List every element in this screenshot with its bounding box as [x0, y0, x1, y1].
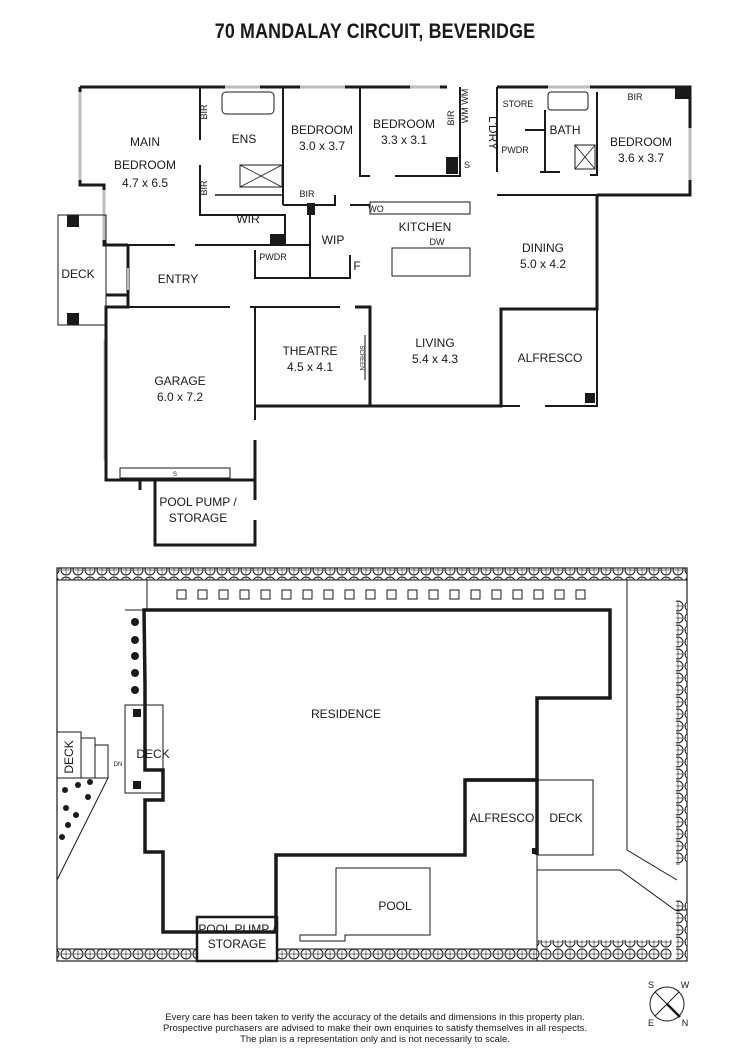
dishwasher-label: DW	[430, 237, 445, 247]
compass-west: W	[681, 980, 690, 990]
deck-label: DECK	[61, 267, 94, 281]
compass-north: N	[682, 1018, 689, 1028]
floor-plan-labels: MAIN BEDROOM 4.7 x 6.5 ENS BIR BIR WIR B…	[61, 89, 672, 525]
alfresco-site-label: ALFRESCO	[470, 811, 535, 825]
powder-room-label: PWDR	[501, 145, 529, 155]
main-bedroom-dims: 4.7 x 6.5	[122, 176, 168, 190]
compass-south: S	[648, 980, 654, 990]
site-plan-labels: RESIDENCE DECK DECK DN ALFRESCO DECK POO…	[62, 707, 583, 951]
entry-label: ENTRY	[158, 272, 198, 286]
alfresco-label: ALFRESCO	[518, 351, 583, 365]
ens-label: ENS	[232, 132, 257, 146]
bir-label: BIR	[446, 110, 456, 126]
pool-pump-site-label-2: STORAGE	[208, 937, 266, 951]
bir-label: BIR	[199, 180, 209, 196]
bedroom-3-dims: 3.3 x 3.1	[381, 133, 427, 147]
wir-label: WIR	[236, 212, 260, 226]
bedroom-4-dims: 3.6 x 3.7	[618, 151, 664, 165]
bir-label: BIR	[199, 104, 209, 120]
dining-dims: 5.0 x 4.2	[520, 257, 566, 271]
fridge-label: F	[353, 259, 360, 273]
down-label: DN	[114, 762, 123, 768]
garage-dims: 6.0 x 7.2	[157, 390, 203, 404]
page-title: 70 MANDALAY CIRCUIT, BEVERIDGE	[214, 20, 536, 43]
powder-room-label: PWDR	[259, 252, 287, 262]
kitchen-label: KITCHEN	[399, 220, 452, 234]
floor-plan-walls	[78, 85, 692, 547]
compass-icon: S W E N	[648, 980, 690, 1028]
disclaimer-line: Prospective purchasers are advised to ma…	[162, 1023, 587, 1034]
screen-label: SCREEN	[358, 345, 364, 370]
deck-outline	[57, 214, 107, 326]
bedroom-2-label: BEDROOM	[291, 123, 353, 137]
garage-label: GARAGE	[154, 374, 205, 388]
main-bedroom-label: MAIN	[130, 135, 160, 149]
bedroom-2-dims: 3.0 x 3.7	[299, 139, 345, 153]
deck-left-label: DECK	[136, 747, 169, 761]
bir-label: BIR	[627, 92, 643, 102]
pool-pump-site-label: POOL PUMP /	[198, 922, 276, 936]
bath-label: BATH	[549, 123, 580, 137]
shrubs	[59, 618, 538, 854]
washing-machine-label: WM WM	[460, 89, 470, 123]
bedroom-3-label: BEDROOM	[373, 117, 435, 131]
bedroom-4-label: BEDROOM	[610, 135, 672, 149]
theatre-label: THEATRE	[282, 344, 337, 358]
bir-label: BIR	[299, 189, 315, 199]
garage-shelf-label: S	[173, 472, 177, 478]
compass-east: E	[648, 1018, 654, 1028]
pool-pump-label: POOL PUMP /	[159, 495, 237, 509]
theatre-dims: 4.5 x 4.1	[287, 360, 333, 374]
paver-squares	[176, 589, 586, 600]
deck-far-left-label: DECK	[62, 740, 76, 773]
pool-pump-label-2: STORAGE	[169, 511, 227, 525]
store-label: STORE	[503, 99, 534, 109]
residence-label: RESIDENCE	[311, 707, 381, 721]
deck-right-label: DECK	[549, 811, 582, 825]
laundry-label: L'DRY	[486, 116, 500, 150]
main-bedroom-label-2: BEDROOM	[114, 158, 176, 172]
sink-label: S	[464, 160, 470, 170]
disclaimer-line: The plan is a representation only and is…	[240, 1034, 510, 1045]
site-plan	[56, 567, 688, 963]
wall-oven-label: WO	[368, 204, 384, 214]
floor-plan-columns	[67, 87, 690, 403]
living-dims: 5.4 x 4.3	[412, 352, 458, 366]
living-label: LIVING	[415, 336, 454, 350]
disclaimer-line: Every care has been taken to verify the …	[165, 1012, 585, 1023]
disclaimer: Every care has been taken to verify the …	[0, 1012, 750, 1045]
pool-label: POOL	[378, 899, 412, 913]
wip-label: WIP	[322, 233, 345, 247]
dining-label: DINING	[522, 241, 564, 255]
